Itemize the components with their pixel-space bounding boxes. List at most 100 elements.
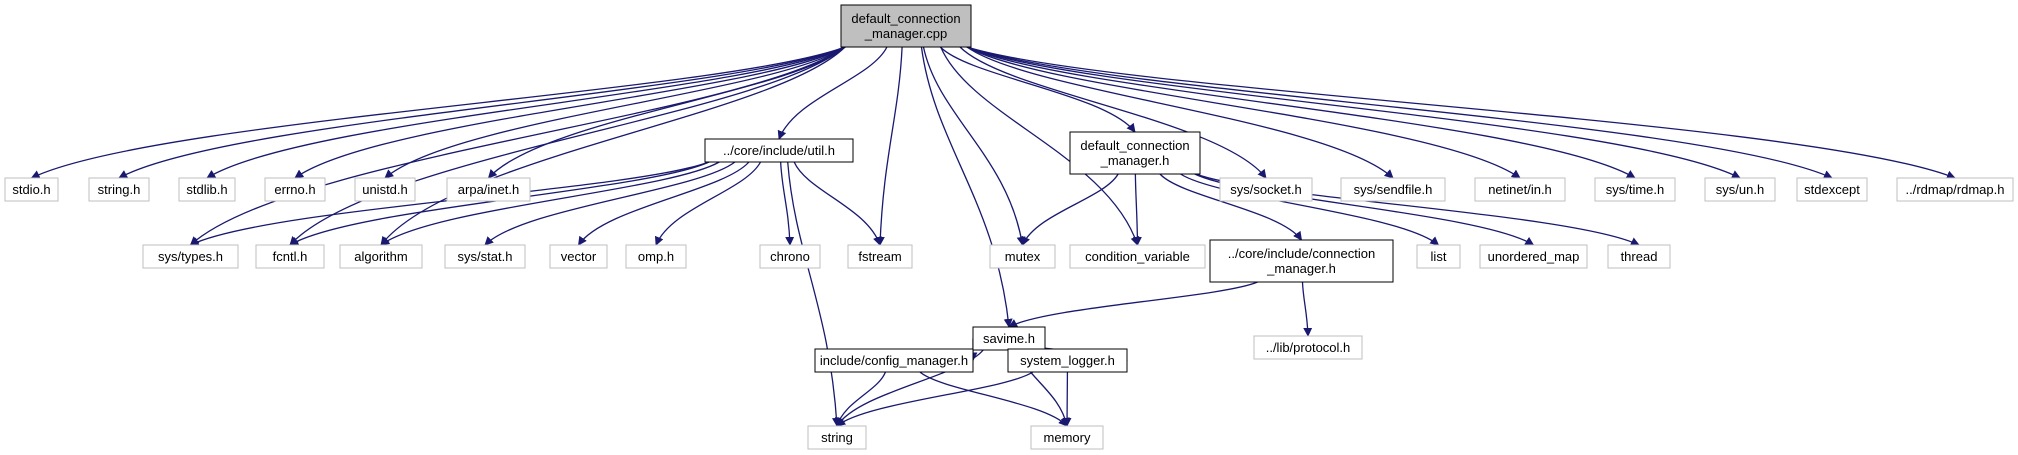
node-unistd-label: unistd.h — [362, 182, 408, 197]
node-config[interactable]: include/config_manager.h — [814, 348, 974, 373]
node-sendfile: sys/sendfile.h — [1340, 177, 1446, 202]
node-vector-box — [549, 244, 608, 269]
edge-logger-to-string — [836, 371, 1034, 427]
node-util-label: ../core/include/util.h — [723, 143, 835, 158]
node-stat-label: sys/stat.h — [458, 249, 513, 264]
edge-util-to-chrono — [780, 161, 795, 246]
node-config-box — [814, 348, 974, 373]
node-protocol-box — [1253, 335, 1363, 360]
node-dcm_h[interactable]: default_connection_manager.h — [1069, 131, 1201, 175]
edge-root-to-algorithm — [380, 46, 846, 246]
node-fstream: fstream — [847, 244, 913, 269]
node-config-label: include/config_manager.h — [820, 353, 968, 368]
node-protocol-label: ../lib/protocol.h — [1266, 340, 1351, 355]
edge-root-to-unistd — [384, 46, 846, 179]
node-omp-box — [625, 244, 687, 269]
node-cm_h[interactable]: ../core/include/connection_manager.h — [1209, 239, 1394, 283]
node-stdexcept-box — [1796, 177, 1868, 202]
edge-root-to-dcm_h — [939, 46, 1136, 133]
node-string_h-label: string.h — [98, 182, 141, 197]
node-string_h-box — [88, 177, 150, 202]
node-condvar-box — [1069, 244, 1206, 269]
node-omp-label: omp.h — [638, 249, 674, 264]
node-logger-label: system_logger.h — [1020, 353, 1115, 368]
node-rdmap-box — [1896, 177, 2014, 202]
node-protocol: ../lib/protocol.h — [1253, 335, 1363, 360]
node-root-label: _manager.cpp — [864, 26, 947, 41]
node-string-box — [807, 425, 867, 450]
node-root[interactable]: default_connection_manager.cpp — [840, 4, 972, 48]
node-stdlib: stdlib.h — [178, 177, 236, 202]
node-types-label: sys/types.h — [158, 249, 223, 264]
edge-root-to-errno — [294, 46, 846, 179]
edge-cm_h-to-protocol — [1301, 281, 1313, 337]
edge-root-to-fcntl — [289, 46, 846, 246]
edge-root-to-netinet — [966, 46, 1521, 179]
edge-util-to-stat — [484, 161, 736, 246]
node-cm_h-box — [1209, 239, 1394, 283]
node-logger[interactable]: system_logger.h — [1007, 348, 1128, 373]
edge-util-to-fcntl — [289, 161, 710, 246]
node-fstream-label: fstream — [858, 249, 901, 264]
edge-root-to-savime — [920, 46, 1013, 328]
node-cm_h-label: _manager.h — [1266, 261, 1336, 276]
node-stat: sys/stat.h — [444, 244, 526, 269]
node-savime[interactable]: savime.h — [972, 326, 1046, 351]
edge-layer — [30, 46, 1956, 427]
node-cm_h-label: ../core/include/connection — [1228, 246, 1375, 261]
edge-root-to-arpa — [487, 46, 846, 179]
edge-util-to-string — [787, 161, 841, 427]
node-types: sys/types.h — [142, 244, 239, 269]
node-condvar: condition_variable — [1069, 244, 1206, 269]
edge-util-to-algorithm — [380, 161, 720, 246]
edge-dcm_h-to-cm_h — [1159, 173, 1303, 241]
edge-root-to-stdexcept — [966, 46, 1833, 179]
edge-root-to-string_h — [118, 46, 846, 179]
edge-util-to-fstream — [793, 161, 882, 246]
node-systime-box — [1594, 177, 1676, 202]
edge-dcm_h-to-mutex — [1021, 173, 1119, 246]
node-umap-box — [1479, 244, 1588, 269]
node-sysun-label: sys/un.h — [1716, 182, 1764, 197]
node-chrono-box — [759, 244, 821, 269]
node-errno-label: errno.h — [274, 182, 315, 197]
node-util-box — [704, 138, 854, 163]
node-util[interactable]: ../core/include/util.h — [704, 138, 854, 163]
edge-root-to-types — [189, 46, 846, 246]
node-fcntl-box — [255, 244, 325, 269]
node-mutex: mutex — [989, 244, 1056, 269]
edge-root-to-socket — [959, 46, 1267, 179]
edge-cm_h-to-savime — [1008, 281, 1258, 328]
node-errno: errno.h — [264, 177, 326, 202]
node-fstream-box — [847, 244, 913, 269]
node-memory: memory — [1030, 425, 1104, 450]
edge-dcm_h-to-condvar — [1132, 173, 1142, 246]
node-stdlib-box — [178, 177, 236, 202]
node-memory-box — [1030, 425, 1104, 450]
node-root-label: default_connection — [851, 11, 960, 26]
node-list-box — [1416, 244, 1461, 269]
node-stdio-label: stdio.h — [12, 182, 50, 197]
edge-root-to-condvar — [940, 46, 1140, 246]
node-types-box — [142, 244, 239, 269]
node-netinet-box — [1474, 177, 1566, 202]
node-algorithm: algorithm — [339, 244, 423, 269]
node-algorithm-box — [339, 244, 423, 269]
node-umap-label: unordered_map — [1488, 249, 1580, 264]
node-chrono-label: chrono — [770, 249, 810, 264]
node-sendfile-label: sys/sendfile.h — [1354, 182, 1433, 197]
edge-dcm_h-to-list — [1180, 173, 1440, 246]
node-vector: vector — [549, 244, 608, 269]
node-string-label: string — [821, 430, 853, 445]
node-systime: sys/time.h — [1594, 177, 1676, 202]
edge-root-to-util — [777, 46, 888, 140]
edge-root-to-sysun — [966, 46, 1741, 179]
edge-root-to-stdio — [30, 46, 846, 179]
node-string: string — [807, 425, 867, 450]
node-arpa: arpa/inet.h — [446, 177, 531, 202]
edge-root-to-rdmap — [966, 46, 1956, 180]
node-layer: default_connection_manager.cpp stdio.h str… — [4, 4, 2014, 450]
node-list-label: list — [1431, 249, 1447, 264]
node-stdexcept: stdexcept — [1796, 177, 1868, 202]
